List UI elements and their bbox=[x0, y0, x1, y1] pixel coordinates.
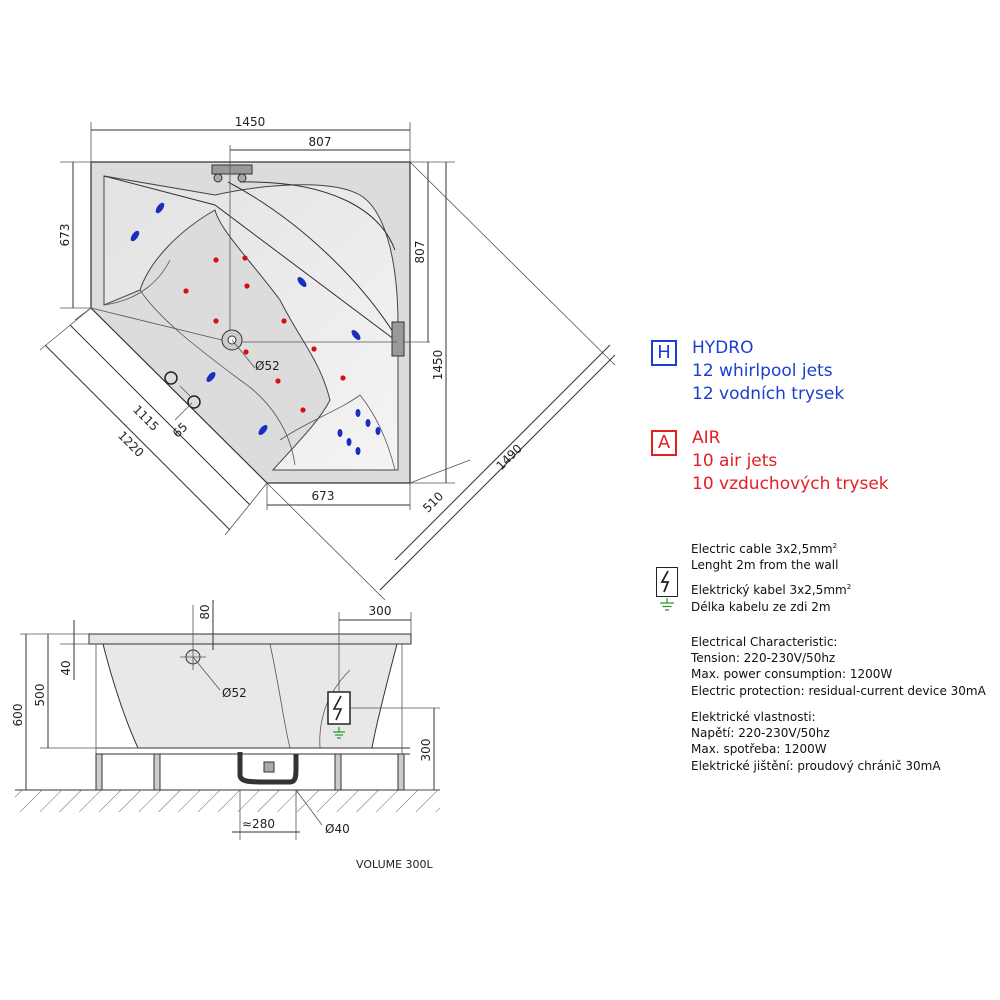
dim-rim-80: 80 bbox=[198, 604, 212, 619]
dim-side-drain-diameter: Ø52 bbox=[222, 686, 247, 700]
char-cz-tension: Napětí: 220-230V/50hz bbox=[691, 726, 830, 741]
hydro-jet bbox=[375, 427, 381, 435]
cable-cz: Elektrický kabel 3x2,5mm2 bbox=[691, 583, 852, 598]
dim-left-height: 673 bbox=[58, 224, 72, 247]
hydro-jets bbox=[130, 202, 381, 455]
hydro-line-en: 12 whirlpool jets bbox=[692, 360, 833, 381]
floor bbox=[15, 790, 440, 812]
air-jet bbox=[340, 375, 346, 381]
air-jets bbox=[183, 255, 346, 413]
hydro-jet bbox=[351, 330, 361, 340]
dim-diag-1115: 1115 bbox=[130, 402, 161, 433]
dim-right-height: 807 bbox=[413, 241, 427, 264]
dim-waste-diameter: Ø40 bbox=[325, 822, 350, 836]
dim-diag-1490: 1490 bbox=[493, 441, 524, 472]
dim-right-height-total: 1450 bbox=[431, 350, 445, 381]
air-title: AIR bbox=[692, 428, 721, 448]
faucet-knob bbox=[213, 173, 223, 183]
tub-leg bbox=[153, 753, 161, 791]
hydro-jet bbox=[355, 447, 361, 455]
electric-warning-icon bbox=[656, 567, 678, 597]
hydro-title: HYDRO bbox=[692, 338, 754, 358]
electric-cable-spec: Electric cable 3x2,5mm2 Lenght 2m from t… bbox=[691, 541, 851, 615]
hydro-jet bbox=[206, 372, 216, 382]
electrical-characteristics-cz: Elektrické vlastnosti: Napětí: 220-230V/… bbox=[691, 709, 941, 774]
hydro-jet bbox=[346, 438, 352, 446]
dim-right-300: 300 bbox=[369, 604, 392, 618]
char-en-title: Electrical Characteristic: bbox=[691, 635, 838, 649]
air-jet bbox=[244, 283, 250, 289]
dim-rim-40: 40 bbox=[59, 660, 73, 675]
hydro-line-cz: 12 vodních trysek bbox=[692, 383, 845, 404]
tub-leg bbox=[334, 753, 342, 791]
top-view: 1450 807 673 807 1450 673 1115 1220 65 bbox=[39, 115, 616, 601]
dim-diag-1220: 1220 bbox=[115, 428, 146, 459]
lightning-icon bbox=[660, 570, 670, 593]
air-jet bbox=[300, 407, 306, 413]
cable-en: Electric cable 3x2,5mm2 bbox=[691, 542, 838, 556]
tub-leg bbox=[95, 753, 103, 791]
cable-cz-length: Délka kabelu ze zdi 2m bbox=[691, 599, 831, 614]
siphon-nut bbox=[263, 761, 275, 773]
dim-diag-65: 65 bbox=[170, 420, 191, 441]
hydro-badge: H bbox=[651, 340, 677, 366]
air-line-en: 10 air jets bbox=[692, 450, 778, 471]
hydro-jet bbox=[297, 277, 307, 287]
char-cz-protection: Elektrické jištění: proudový chránič 30m… bbox=[691, 758, 941, 773]
tub-body bbox=[102, 643, 398, 749]
control-button bbox=[164, 371, 178, 385]
air-line-cz: 10 vzduchových trysek bbox=[692, 473, 889, 494]
dim-waste-280: ≈280 bbox=[242, 817, 275, 831]
dim-right-h-300: 300 bbox=[419, 739, 433, 762]
air-jet bbox=[183, 288, 189, 294]
hydro-jet bbox=[337, 429, 343, 437]
electrical-characteristics-en: Electrical Characteristic: Tension: 220-… bbox=[691, 634, 986, 699]
faucet-knob bbox=[237, 173, 247, 183]
air-jet bbox=[311, 346, 317, 352]
ground-icon bbox=[660, 598, 674, 611]
air-legend: AIR 10 air jets 10 vzduchových trysek bbox=[692, 427, 889, 496]
dim-diag-510: 510 bbox=[420, 489, 446, 515]
hydro-jet bbox=[355, 409, 361, 417]
cable-en-length: Lenght 2m from the wall bbox=[691, 558, 839, 573]
air-jet bbox=[213, 318, 219, 324]
tub-rim bbox=[88, 633, 412, 645]
tub-leg bbox=[397, 753, 405, 791]
tub-legs bbox=[95, 753, 405, 791]
char-en-tension: Tension: 220-230V/50hz bbox=[691, 651, 836, 666]
electric-box bbox=[327, 691, 351, 725]
air-jet bbox=[281, 318, 287, 324]
hydro-legend: HYDRO 12 whirlpool jets 12 vodních tryse… bbox=[692, 337, 844, 406]
tub-basin bbox=[103, 175, 399, 471]
char-en-power: Max. power consumption: 1200W bbox=[691, 667, 893, 682]
dim-drain-diameter: Ø52 bbox=[255, 359, 280, 373]
hydro-jet bbox=[258, 425, 268, 435]
char-en-protection: Electric protection: residual-current de… bbox=[691, 683, 986, 698]
control-button bbox=[187, 395, 201, 409]
dim-width-partial: 807 bbox=[309, 135, 332, 149]
lightning-icon bbox=[332, 695, 343, 721]
dim-height-500: 500 bbox=[33, 684, 47, 707]
ground-icon bbox=[333, 727, 345, 739]
pillow-fitting bbox=[391, 321, 405, 357]
dim-bottom-width: 673 bbox=[312, 489, 335, 503]
siphon-pipe bbox=[237, 752, 299, 785]
side-view: 40 500 600 80 300 300 Ø52 ≈280 Ø40 VOLUM… bbox=[11, 600, 440, 871]
dim-width-total: 1450 bbox=[235, 115, 266, 129]
air-jet bbox=[242, 255, 248, 261]
hydro-jet bbox=[130, 230, 140, 242]
air-badge: A bbox=[651, 430, 677, 456]
char-cz-title: Elektrické vlastnosti: bbox=[691, 710, 816, 724]
hydro-jet bbox=[155, 202, 165, 214]
air-jet bbox=[275, 378, 281, 384]
air-jet bbox=[213, 257, 219, 263]
air-jet bbox=[243, 349, 249, 355]
volume-label: VOLUME 300L bbox=[356, 858, 434, 871]
dim-height-600: 600 bbox=[11, 704, 25, 727]
hydro-jet bbox=[365, 419, 371, 427]
char-cz-power: Max. spotřeba: 1200W bbox=[691, 742, 827, 757]
faucet-fitting bbox=[211, 164, 253, 175]
